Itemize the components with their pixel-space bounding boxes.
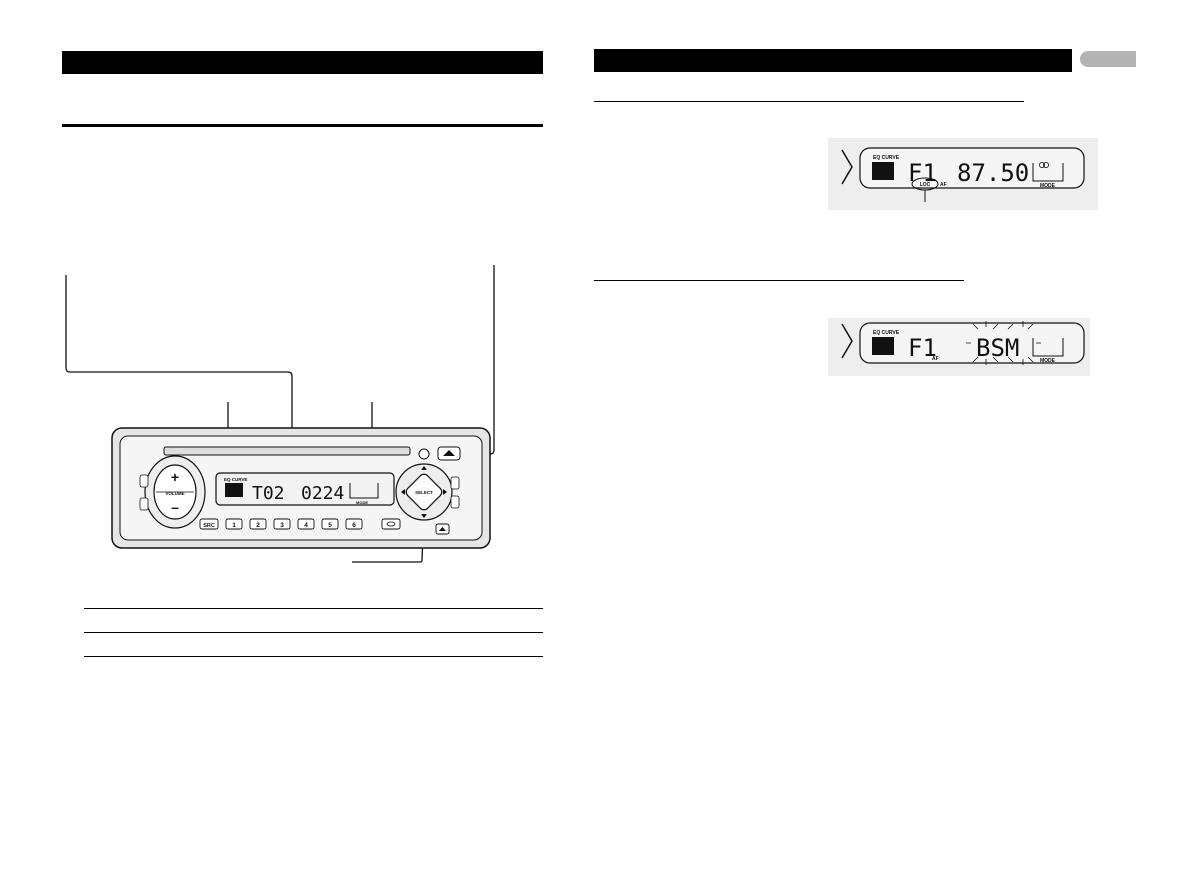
tuner2-band: F1 (908, 334, 937, 362)
preset-button-5 (321, 518, 339, 530)
subsection-rule-1 (594, 101, 1024, 102)
cd-mode-label: MODE (356, 500, 368, 505)
right-arrow-icon (443, 489, 447, 495)
preset-button-2 (249, 518, 267, 530)
section-header-bar-left (62, 51, 543, 74)
bsm-flash-icon (966, 321, 1041, 365)
tuner1-frequency: 87.50 (957, 159, 1029, 187)
preset-button-1 (225, 518, 243, 530)
tuner-display-local-seek: EQ CURVE F1 87.50 MODE LOC AF (828, 138, 1098, 210)
left-arrow-icon (401, 489, 405, 495)
table-rule-bottom (84, 656, 543, 657)
svg-text:5: 5 (328, 522, 332, 529)
subsection-rule-2 (594, 280, 964, 281)
tuner2-af-label: AF (932, 356, 939, 362)
section-header-bar-right (594, 49, 1072, 72)
disc-slot (163, 446, 411, 456)
tuner2-mode-label: MODE (1040, 358, 1056, 364)
preset-button-6 (345, 518, 363, 530)
tuner2-eq-indicator (872, 337, 894, 355)
display-button (381, 518, 401, 530)
cd-track-number: T02 (252, 483, 285, 504)
tuner2-eq-label: EQ CURVE (873, 330, 900, 336)
svg-text:2: 2 (256, 522, 260, 529)
svg-text:6: 6 (352, 522, 356, 529)
tuner-display-bsm: EQ CURVE F1 BSM MODE AF (828, 318, 1090, 376)
tuner1-mode-label: MODE (1040, 183, 1056, 189)
down-arrow-icon (421, 514, 427, 518)
svg-text:1: 1 (232, 522, 236, 529)
table-rule-top (84, 608, 543, 609)
up-arrow-icon (421, 466, 427, 470)
svg-text:3: 3 (280, 522, 284, 529)
preset-button-row: SRC 1 2 3 4 5 6 (199, 518, 401, 530)
volume-label: VOLUME (165, 491, 184, 496)
callout-disc-slot (65, 275, 293, 452)
preset-button-3 (273, 518, 291, 530)
tuner1-af-label: AF (940, 182, 947, 188)
open-icon (439, 527, 446, 531)
table-rule-middle (84, 632, 543, 633)
select-label: SELECT (415, 490, 433, 495)
tuner1-loc-label: LOC (920, 182, 931, 188)
callout-select-button (352, 507, 425, 563)
cd-eq-label: EQ CURVE (224, 477, 247, 482)
tuner1-eq-label: EQ CURVE (873, 155, 900, 161)
preset-button-4 (297, 518, 315, 530)
eject-icon (443, 450, 455, 456)
section-heading-rule (62, 124, 543, 127)
head-unit-illustration: + – VOLUME EQ CURVE T02 0224 MODE SELECT… (65, 265, 495, 563)
eq-curve-indicator (225, 483, 243, 497)
volume-plus-icon: + (171, 469, 179, 485)
tuner1-eq-indicator (872, 162, 894, 180)
select-button (405, 473, 443, 511)
src-button (199, 518, 219, 530)
svg-text:4: 4 (304, 522, 308, 529)
callout-eject-button (448, 265, 495, 455)
tuner2-bsm-label: BSM (976, 334, 1019, 362)
src-label: SRC (203, 523, 215, 529)
language-tab (1080, 51, 1136, 67)
volume-minus-icon: – (171, 499, 179, 515)
detach-button (418, 448, 430, 460)
cd-play-time: 0224 (301, 483, 344, 504)
